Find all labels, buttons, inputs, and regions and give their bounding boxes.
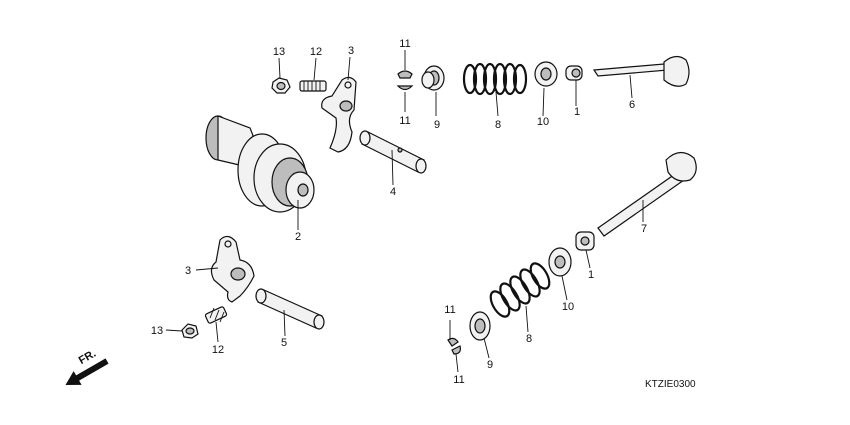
callout-9-top: 9 <box>434 119 440 131</box>
callout-3-bottom: 3 <box>185 265 191 277</box>
callout-7: 7 <box>641 223 647 235</box>
front-direction-label: FR. <box>77 348 98 367</box>
callout-1-bottom: 1 <box>588 269 594 281</box>
adjust-screw-12-top <box>299 80 327 92</box>
cotter-11-top-upper <box>397 70 413 79</box>
nut-13-bottom <box>181 323 199 339</box>
spring-seat-10-bottom <box>548 247 572 277</box>
valve-6 <box>592 55 690 87</box>
cotter-11-bottom-upper <box>447 337 459 347</box>
spring-seat-10-top <box>534 61 558 87</box>
rocker-shaft-5 <box>255 288 325 330</box>
callout-4: 4 <box>390 186 396 198</box>
callout-1-top: 1 <box>574 106 580 118</box>
callout-11-bottom-upper: 11 <box>444 304 455 316</box>
drawing-code: KTZIE0300 <box>645 379 696 390</box>
callout-11-top-upper: 11 <box>399 38 410 50</box>
retainer-9-top <box>421 65 445 91</box>
retainer-9-bottom <box>469 311 491 341</box>
callouts: 13 12 3 11 11 9 8 10 1 6 4 2 7 3 1 10 8 … <box>151 38 647 386</box>
callout-12-top: 12 <box>310 46 322 58</box>
spring-8-top <box>462 62 528 96</box>
valve-7 <box>597 151 697 237</box>
front-direction-arrow: FR. <box>65 348 109 385</box>
stem-seal-1-top <box>565 65 583 81</box>
adjust-screw-12-bottom <box>204 306 228 324</box>
callout-11-bottom-lower: 11 <box>453 374 464 386</box>
callout-13-top: 13 <box>273 46 285 58</box>
callout-12-bottom: 12 <box>212 344 224 356</box>
callout-8-bottom: 8 <box>526 333 532 345</box>
callout-10-top: 10 <box>537 116 549 128</box>
rocker-arm-3-top <box>321 76 357 153</box>
leader-lines <box>165 50 644 373</box>
rocker-arm-3-bottom <box>210 235 255 303</box>
camshaft-2 <box>205 115 315 213</box>
callout-11-top-lower: 11 <box>399 115 410 127</box>
cotter-11-bottom-lower <box>451 345 461 355</box>
callout-13-bottom: 13 <box>151 325 163 337</box>
nut-13-top <box>271 77 291 94</box>
rocker-shaft-4 <box>359 130 427 174</box>
callout-9-bottom: 9 <box>487 359 493 371</box>
callout-2: 2 <box>295 231 301 243</box>
cotter-11-top-lower <box>396 85 414 91</box>
spring-8-bottom <box>489 262 551 318</box>
callout-10-bottom: 10 <box>562 301 574 313</box>
callout-5: 5 <box>281 337 287 349</box>
callout-3-top: 3 <box>348 45 354 57</box>
callout-8-top: 8 <box>495 119 501 131</box>
stem-seal-1-bottom <box>575 231 595 251</box>
callout-6: 6 <box>629 99 635 111</box>
